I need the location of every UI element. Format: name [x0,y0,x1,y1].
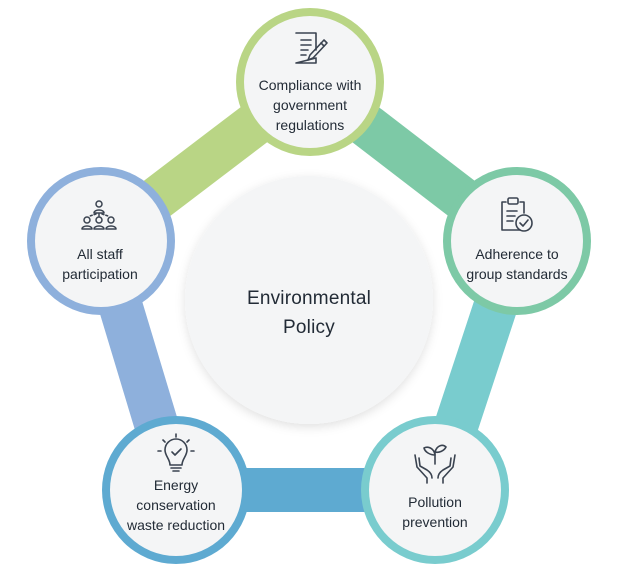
node-staff [27,167,175,315]
node-energy-label: Energy conservation waste reduction [126,477,226,533]
hands-sprout-icon [414,444,456,484]
node-pollution-label: Pollution prevention [402,494,468,530]
node-adherence-label: Adherence to group standards [466,246,568,282]
node-energy-disc [110,424,242,556]
people-network-icon [81,200,117,230]
center-title: Environmental Policy [246,288,372,338]
node-energy [102,416,250,564]
document-pen-icon [295,32,328,64]
node-compliance-disc [244,16,376,148]
center-circle [185,176,433,424]
clipboard-check-icon [501,197,533,232]
node-compliance [236,8,384,156]
node-pollution [361,416,509,564]
node-compliance-label: Compliance with government regulations [258,77,362,133]
node-staff-disc [35,175,167,307]
node-adherence [443,167,591,315]
node-pollution-disc [369,424,501,556]
lightbulb-icon [157,433,195,472]
node-staff-label: All staff participation [62,246,138,282]
node-adherence-disc [451,175,583,307]
